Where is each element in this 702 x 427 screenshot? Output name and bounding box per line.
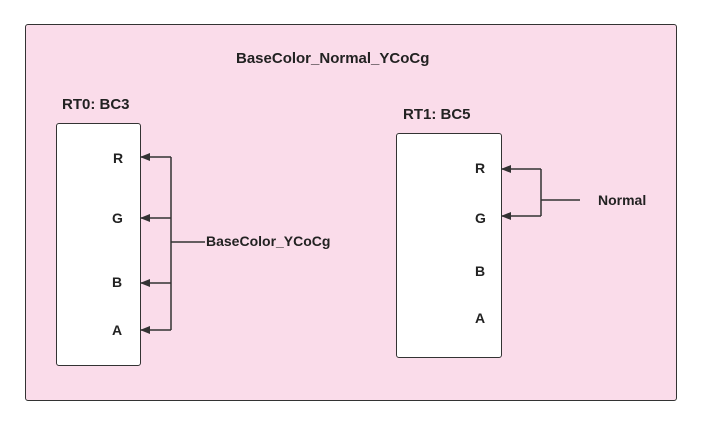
rt1-channel-b: B [475,263,486,279]
rt1-channel-g: G [475,210,486,226]
rt0-channel-g: G [112,210,123,226]
rt0-channel-a: A [112,322,123,338]
diagram-title: BaseColor_Normal_YCoCg [236,50,430,67]
rt0-source-label: BaseColor_YCoCg [206,233,331,249]
rt0-channel-r: R [113,150,124,166]
rt0-channel-b: B [112,274,123,290]
rt1-box [396,133,502,358]
rt0-header: RT0: BC3 [62,96,130,113]
rt1-channel-r: R [475,160,486,176]
rt1-header: RT1: BC5 [403,106,471,123]
rt1-source-label: Normal [598,192,647,208]
rt1-channel-a: A [475,310,486,326]
rt0-box [56,123,141,366]
